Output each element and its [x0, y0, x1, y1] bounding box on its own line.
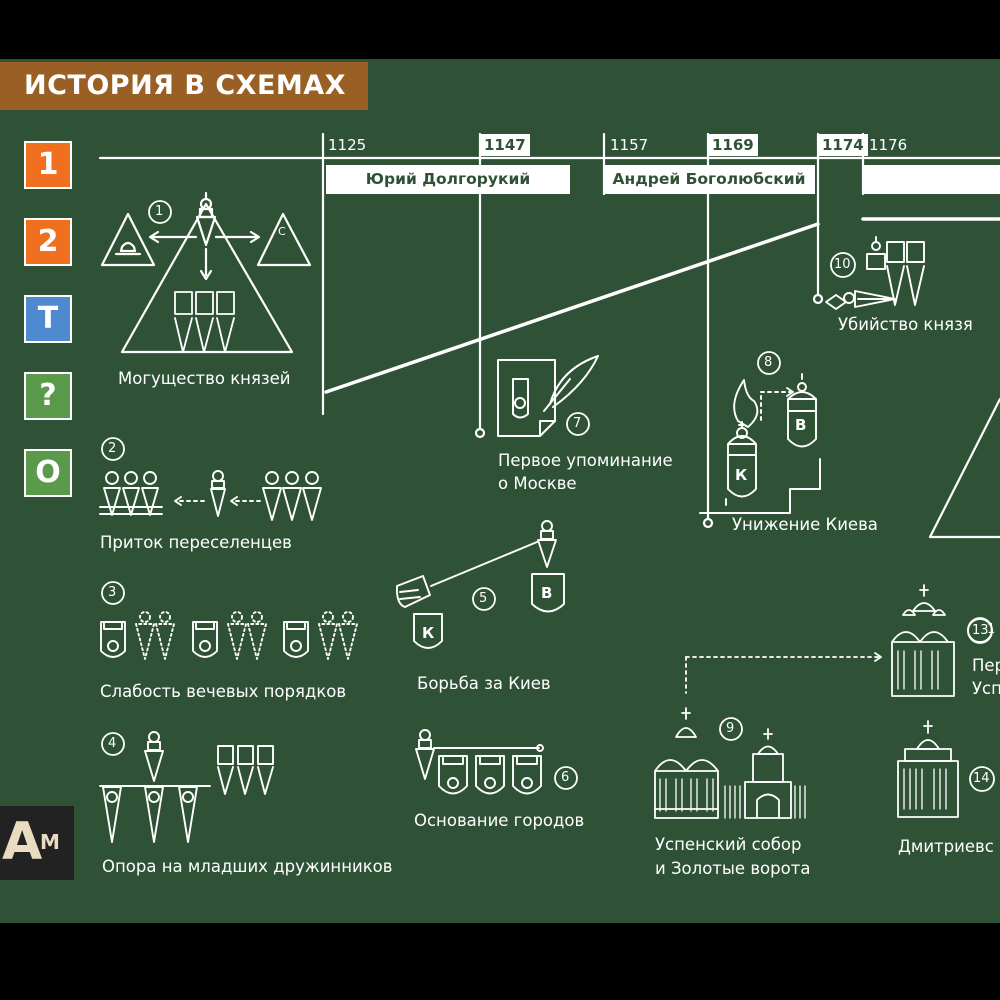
- caption-13-line2: Усп: [972, 679, 1000, 698]
- year-1125: 1125: [328, 136, 367, 154]
- num-4: 4: [108, 736, 117, 751]
- number-circles: [101, 200, 995, 792]
- caption-settlers: Приток переселенцев: [100, 533, 292, 552]
- assumption-cathedral: [654, 652, 882, 819]
- logo-letter-a: А: [2, 812, 43, 872]
- num-14: 14: [973, 771, 990, 786]
- year-1169: 1169: [708, 134, 758, 156]
- kiev-humiliation: [699, 373, 821, 514]
- tick-1147-dot: [474, 427, 486, 439]
- grade-1-button[interactable]: 1: [24, 141, 72, 189]
- diagram-lines: [98, 132, 1000, 843]
- caption-cathedral-1: Успенский собор: [655, 835, 802, 854]
- rise-line: [324, 222, 820, 394]
- num-9: 9: [726, 721, 735, 736]
- num-1: 1: [155, 204, 164, 219]
- num-6: 6: [561, 770, 570, 785]
- caption-weak-veche: Слабость вечевых порядков: [100, 682, 347, 701]
- shield-letter-v1: В: [795, 416, 807, 434]
- year-1174: 1174: [818, 134, 868, 156]
- caption-junior-retinue: Опора на младших дружинников: [102, 857, 393, 876]
- num-7: 7: [573, 416, 582, 431]
- ruler-next: В: [863, 165, 1000, 194]
- logo-letter-m: М: [40, 830, 60, 854]
- junior-retinue: [99, 731, 274, 843]
- caption-14: Дмитриевс: [898, 837, 994, 856]
- num-8: 8: [764, 355, 773, 370]
- diagram-board: ИСТОРИЯ В СХЕМАХ 1 2 Т ? О: [0, 59, 1000, 923]
- grade-2-button[interactable]: 2: [24, 218, 72, 266]
- num-3: 3: [108, 585, 117, 600]
- num-11: 1: [987, 622, 996, 637]
- page-title: ИСТОРИЯ В СХЕМАХ: [0, 62, 368, 110]
- year-1157: 1157: [610, 136, 649, 154]
- tax-letter: С: [278, 225, 286, 238]
- caption-cathedral-2: и Золотые ворота: [655, 859, 811, 878]
- answer-button[interactable]: О: [24, 449, 72, 497]
- caption-prince-murder: Убийство князя: [838, 315, 973, 334]
- prince-murder: [825, 236, 925, 310]
- year-1176: 1176: [869, 136, 908, 154]
- ruler-andrey: Андрей Боголюбский: [603, 165, 815, 194]
- num-5: 5: [479, 591, 488, 606]
- tick-1169-dot: [702, 517, 714, 529]
- weak-veche: [100, 611, 358, 660]
- founding-cities: [415, 729, 544, 795]
- caption-kiev-humiliation: Унижение Киева: [732, 515, 878, 534]
- ruler-yuri: Юрий Долгорукий: [326, 165, 570, 194]
- caption-princes-power: Могущество князей: [118, 369, 291, 388]
- caption-struggle-kiev: Борьба за Киев: [417, 674, 551, 693]
- pyramid-right: [928, 397, 1000, 539]
- princes-power-pyramid: [100, 191, 312, 354]
- church-13: [891, 584, 955, 697]
- caption-moscow-1: Первое упоминание: [498, 451, 673, 470]
- num-10: 10: [834, 257, 851, 272]
- caption-13-line1: Пер: [972, 656, 1000, 675]
- publisher-logo: А М: [0, 806, 74, 880]
- theory-button[interactable]: Т: [24, 295, 72, 343]
- church-14: [897, 720, 959, 818]
- shield-letter-v2: В: [541, 584, 553, 602]
- chronicle-document: [497, 355, 599, 437]
- struggle-for-kiev: [395, 520, 565, 649]
- tick-1174-dot: [812, 293, 824, 305]
- settlers-inflow: [99, 470, 322, 521]
- caption-founding-cities: Основание городов: [414, 811, 585, 830]
- num-13: 13: [972, 623, 989, 638]
- num-2: 2: [108, 441, 117, 456]
- shield-letter-k1: К: [735, 466, 748, 484]
- question-button[interactable]: ?: [24, 372, 72, 420]
- shield-letter-k2: К: [422, 624, 435, 642]
- year-1147: 1147: [480, 134, 530, 156]
- caption-moscow-2: о Москве: [498, 474, 577, 493]
